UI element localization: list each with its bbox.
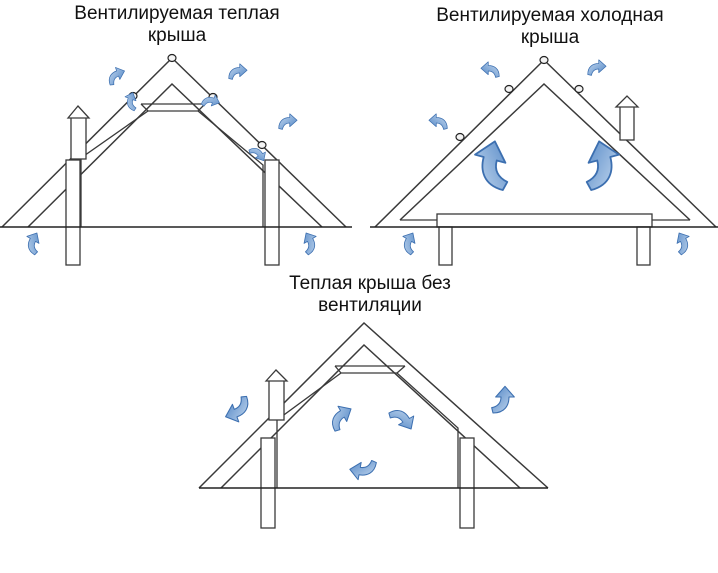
ridge-vent-icon [455,55,584,142]
chimney-icon [264,369,289,421]
curved-arrow-icon [278,113,298,130]
caption-line-1: Вентилируемая теплая [74,3,280,24]
diagram-cold-ventilated [370,55,718,266]
curved-arrow-icon [387,402,420,436]
curved-arrow-icon [491,385,515,414]
chimney-icon [66,105,91,160]
curved-arrow-icon [670,229,696,256]
wall-right [264,159,280,266]
curved-arrow-icon [220,394,255,427]
caption-line-1: Вентилируемая холодная [436,5,664,26]
attic-outline [276,372,459,488]
chimney-icon [614,95,640,141]
curved-arrow-icon [587,59,607,76]
attic-outline [80,110,264,227]
roof-outer-slope [198,321,549,489]
caption-line-1: Теплая крыша без [289,273,451,294]
curved-arrow-icon [324,400,358,433]
caption-line-2: вентиляции [318,295,422,316]
caption-line-2: крыша [147,25,207,46]
diagram-warm-ventilated [0,53,352,266]
wall-left [65,159,81,266]
curved-arrow-icon [121,90,141,112]
wall-left [438,226,453,266]
caption-warm-unventilated-roof: Теплая крыша без вентиляции [205,273,535,317]
roof-inner-slope [399,82,691,221]
caption-warm-ventilated-roof: Вентилируемая теплая крыша [12,3,342,47]
curved-arrow-icon [576,136,627,192]
curved-arrow-icon [428,113,448,130]
caption-cold-ventilated-roof: Вентилируемая холодная крыша [385,5,715,49]
diagram-warm-unventilated [198,321,549,529]
curved-arrow-icon [347,456,378,483]
wall-left [260,437,276,529]
curved-arrow-icon [104,64,129,87]
curved-arrow-icon [396,229,422,256]
curved-arrow-icon [20,229,46,256]
wall-right [459,437,475,529]
curved-arrow-icon [297,229,323,256]
wall-right [636,226,651,266]
attic-floor-slab [436,213,653,228]
curved-arrow-icon [228,63,248,80]
caption-line-2: крыша [520,27,580,48]
curved-arrow-icon [467,136,518,192]
curved-arrow-icon [480,61,500,78]
ceiling-beam [334,365,406,374]
